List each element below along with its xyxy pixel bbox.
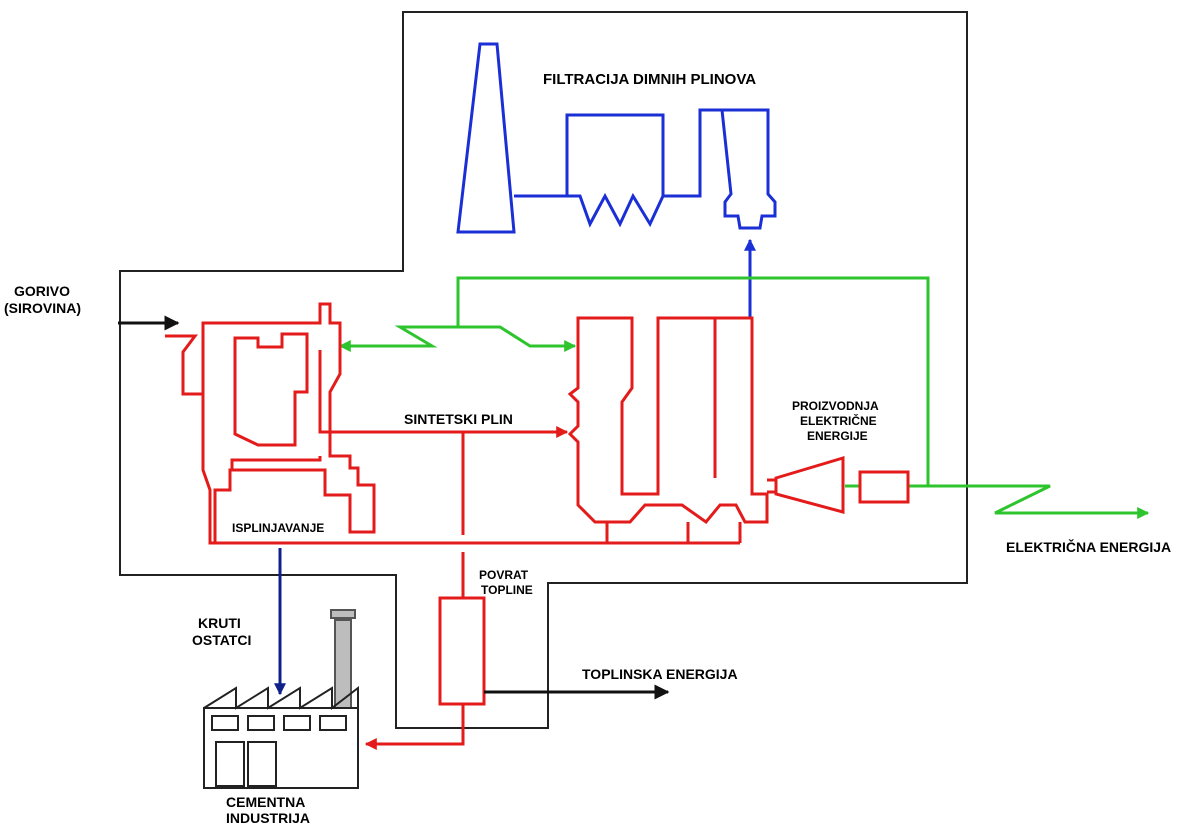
gasification-label: ISPLINJAVANJE: [232, 521, 324, 535]
power-generation: [767, 455, 910, 514]
turbine-feed: [767, 478, 776, 494]
gasifier-inner-chamber: [233, 332, 309, 447]
filter-duct: [663, 108, 728, 198]
cement-label-line1: CEMENTNA: [226, 794, 305, 810]
power-gen-label-line1: PROIZVODNJA: [792, 399, 879, 413]
fuel-hopper: [165, 334, 203, 396]
power-gen-label-line3: ENERGIJE: [807, 429, 868, 443]
cyclone-scrubber: [720, 108, 777, 230]
factory-window-2: [247, 715, 275, 731]
solid-residue-label-line2: OSTATCI: [192, 632, 251, 648]
cement-factory-icon: [203, 609, 359, 789]
generator: [858, 470, 910, 504]
gasifier-riser: [230, 456, 322, 470]
factory-door-left: [215, 741, 245, 787]
flue-gas-filtration-label: FILTRACIJA DIMNIH PLINOVA: [543, 71, 756, 88]
heat-recovery-label-line2: TOPLINE: [481, 583, 533, 597]
factory-window-1: [211, 715, 239, 731]
electric-energy-label: ELEKTRIČNA ENERGIJA: [1006, 538, 1171, 555]
boiler-outer: [567, 316, 769, 525]
baghouse-filter: [565, 113, 665, 228]
residue-to-cement-line: [364, 704, 465, 750]
syngas-label: SINTETSKI PLIN: [404, 411, 513, 427]
gasifier: [165, 302, 376, 545]
fuel-label-line2: (SIROVINA): [4, 300, 81, 316]
steam-line-right-zigzag: [458, 325, 577, 352]
thermal-energy-label: TOPLINSKA ENERGIJA: [582, 666, 738, 682]
chimney-cap: [330, 609, 356, 619]
solid-residue-label-line1: KRUTI: [198, 615, 241, 631]
cement-label-line2: INDUSTRIJA: [226, 810, 310, 826]
electric-output-zigzag: [908, 484, 1150, 519]
turbine: [774, 455, 845, 514]
steam-line-left-zigzag: [338, 325, 458, 352]
steam-loop-top: [456, 276, 930, 486]
factory-body: [203, 707, 359, 789]
boiler: [567, 316, 769, 525]
heat-recovery-circuit: [215, 522, 742, 750]
factory-roof: [203, 685, 359, 711]
factory-window-4: [319, 715, 347, 731]
gasifier-vessel: [201, 302, 376, 545]
factory-window-3: [283, 715, 311, 731]
fuel-label-line1: GORIVO: [14, 283, 70, 299]
plant-boundary: [119, 11, 968, 729]
factory-door-right: [247, 741, 277, 787]
heat-recovery-label-line1: POVRAT: [479, 568, 529, 582]
power-gen-label-line2: ELEKTRIČNE: [800, 413, 877, 428]
heat-exchanger: [438, 596, 486, 706]
steam-circuit: [338, 276, 1150, 519]
stack: [456, 42, 516, 234]
